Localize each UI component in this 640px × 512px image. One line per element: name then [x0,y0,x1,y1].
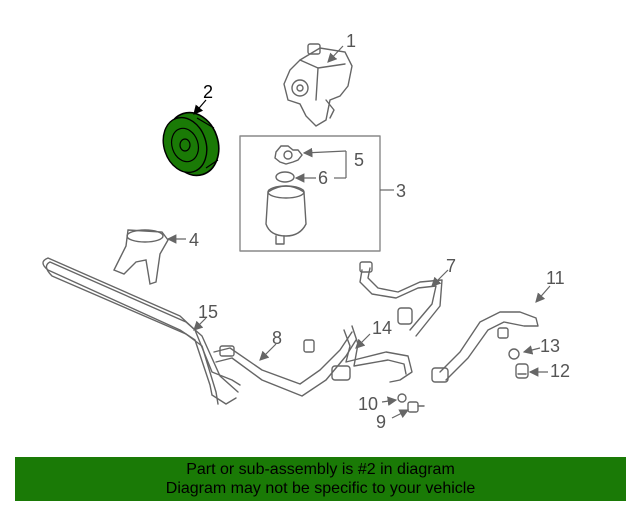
power-steering-pump[interactable] [283,43,353,127]
seal-ring-13[interactable] [508,348,520,360]
callout-10: 10 [358,394,378,414]
reservoir-tank[interactable] [265,185,307,245]
callout-12: 12 [550,361,570,381]
info-banner: Part or sub-assembly is #2 in diagram Di… [15,457,626,501]
callout-2: 2 [203,82,213,102]
fitting-12[interactable] [515,363,529,379]
return-hose[interactable] [213,331,357,397]
callout-14: 14 [372,318,392,338]
reservoir-assembly-box [239,135,381,252]
pressure-pipe[interactable] [431,311,539,383]
pulley-highlighted[interactable] [156,106,226,182]
callout-9: 9 [376,412,386,432]
parts-diagram: 1 2 3 5 6 4 15 [42,31,570,432]
reservoir-cap[interactable] [274,145,303,165]
callout-3: 3 [396,181,406,201]
reservoir-bracket[interactable] [113,229,169,285]
callout-6: 6 [318,168,328,188]
banner-line-1: Part or sub-assembly is #2 in diagram [186,461,455,478]
callout-13: 13 [540,336,560,356]
callout-7: 7 [446,256,456,276]
callout-11: 11 [546,268,565,288]
washer-10[interactable] [397,393,407,403]
callout-1: 1 [346,31,356,51]
bolt-9[interactable] [407,401,425,413]
o-ring[interactable] [275,171,295,183]
cooler-line[interactable] [42,257,241,405]
callout-5: 5 [354,150,364,170]
callout-8: 8 [272,328,282,348]
callout-15: 15 [198,302,218,322]
pressure-hose[interactable] [359,261,443,337]
banner-line-2: Diagram may not be specific to your vehi… [165,480,476,497]
callout-4: 4 [189,230,199,250]
